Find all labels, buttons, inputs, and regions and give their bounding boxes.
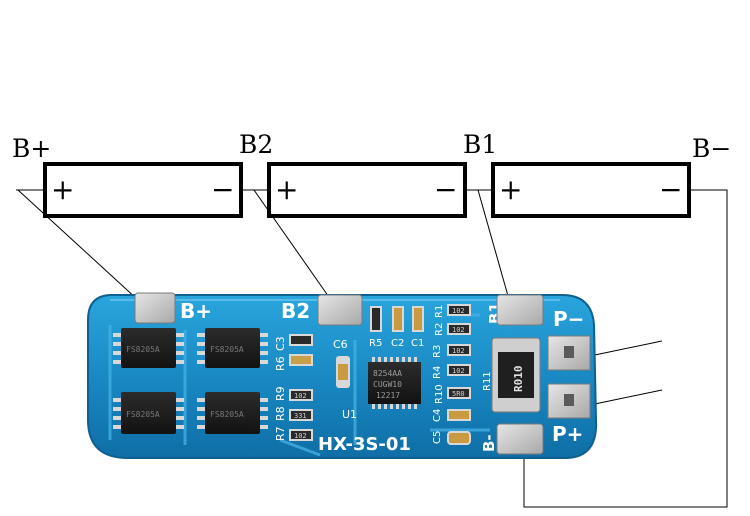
terminal-label-b-plus: B+ (12, 134, 51, 163)
ref-c5: C5 (432, 431, 443, 444)
mosfet-q2: FS8205A (197, 328, 268, 368)
ref-r3: R3 (432, 345, 443, 358)
ref-c2: C2 (391, 338, 404, 349)
ref-c3: C3 (274, 336, 287, 351)
ref-c6: C6 (333, 338, 348, 351)
cell-3-plus-sign: + (499, 173, 522, 206)
controller-ic-u1: 8254AA CUGW10 12217 (368, 357, 421, 409)
ref-c1: C1 (411, 338, 424, 349)
cell-1-plus-sign: + (51, 173, 74, 206)
cell-2-minus-sign: − (434, 173, 457, 206)
cell-3-minus-sign: − (659, 173, 682, 206)
resistor-marking-r7: 102 (294, 432, 307, 440)
pad-label-b-minus: B- (480, 434, 498, 452)
cell-1-minus-sign: − (211, 173, 234, 206)
protection-board: B+ B2 B1 P− P+ B- FS8205A FS8 (87, 292, 598, 459)
wire-p-minus-lead (589, 340, 663, 357)
ref-r11: R11 (482, 371, 493, 391)
board-model-label: HX-3S-01 (318, 434, 411, 455)
resistor-marking-r8: 331 (294, 412, 307, 420)
shunt-resistor-r11: R010 (491, 337, 541, 413)
left-passives: 102 331 102 (289, 334, 313, 441)
shunt-marking: R010 (512, 366, 525, 393)
wire-b-minus-loop (523, 189, 728, 508)
terminal-label-b2: B2 (239, 130, 273, 159)
pad-b2 (317, 294, 363, 326)
ic-marking-line3: 12217 (376, 391, 400, 400)
pad-b-minus (496, 423, 544, 455)
ref-r9: R9 (274, 386, 287, 401)
ref-c4: C4 (432, 409, 443, 422)
resistor-marking-r9: 102 (294, 392, 307, 400)
ic-marking-line2: CUGW10 (373, 380, 402, 389)
mosfet-q3: FS8205A (113, 392, 184, 434)
pad-label-p-minus: P− (553, 307, 584, 331)
pad-p-minus-hole (564, 346, 574, 358)
mosfet-q1-marking: FS8205A (126, 345, 160, 354)
pad-b-plus (134, 292, 176, 324)
capacitor-c1 (412, 306, 424, 332)
wires (16, 189, 728, 508)
resistor-marking-r10: 5R0 (452, 390, 465, 398)
mosfet-q1: FS8205A (113, 328, 184, 368)
mosfet-q4-marking: FS8205A (210, 410, 244, 419)
ref-r10: R10 (434, 384, 445, 404)
pad-b1 (496, 294, 544, 326)
battery-cell-2: + − (267, 162, 467, 218)
ic-marking-line1: 8254AA (373, 369, 402, 378)
wire-p-plus-lead (589, 389, 663, 406)
wire-b2-to-pad (253, 189, 339, 311)
cell-2-plus-sign: + (275, 173, 298, 206)
capacitor-c2 (392, 306, 404, 332)
resistor-marking-r3: 102 (452, 347, 465, 355)
wire-b1-to-pad (477, 189, 513, 311)
ref-r1: R1 (434, 305, 445, 318)
resistor-marking-r1: 102 (452, 307, 465, 315)
pad-label-p-plus: P+ (552, 422, 583, 446)
right-passives: 102 102 102 102 5R0 (447, 304, 471, 445)
resistor-marking-r4: 102 (452, 367, 465, 375)
mosfet-q3-marking: FS8205A (126, 410, 160, 419)
battery-cell-3: + − (491, 162, 691, 218)
ref-r8: R8 (274, 406, 287, 421)
mosfet-q2-marking: FS8205A (210, 345, 244, 354)
ref-r4: R4 (432, 366, 443, 379)
ref-r2: R2 (434, 323, 445, 336)
pad-label-b-plus: B+ (180, 299, 212, 323)
resistor-r5 (370, 306, 382, 332)
wire-b-plus-to-pad (17, 189, 151, 312)
ref-u1: U1 (342, 408, 357, 421)
ref-r5: R5 (369, 338, 382, 349)
battery-cell-1: + − (43, 162, 243, 218)
resistor-marking-r2: 102 (452, 326, 465, 334)
mosfet-q4: FS8205A (197, 392, 268, 434)
pad-label-b2: B2 (281, 299, 310, 323)
pad-p-plus-hole (564, 394, 574, 406)
terminal-label-b-minus: B− (692, 134, 731, 163)
ref-r7: R7 (274, 426, 287, 441)
ref-r6: R6 (274, 356, 287, 371)
terminal-label-b1: B1 (463, 130, 497, 159)
